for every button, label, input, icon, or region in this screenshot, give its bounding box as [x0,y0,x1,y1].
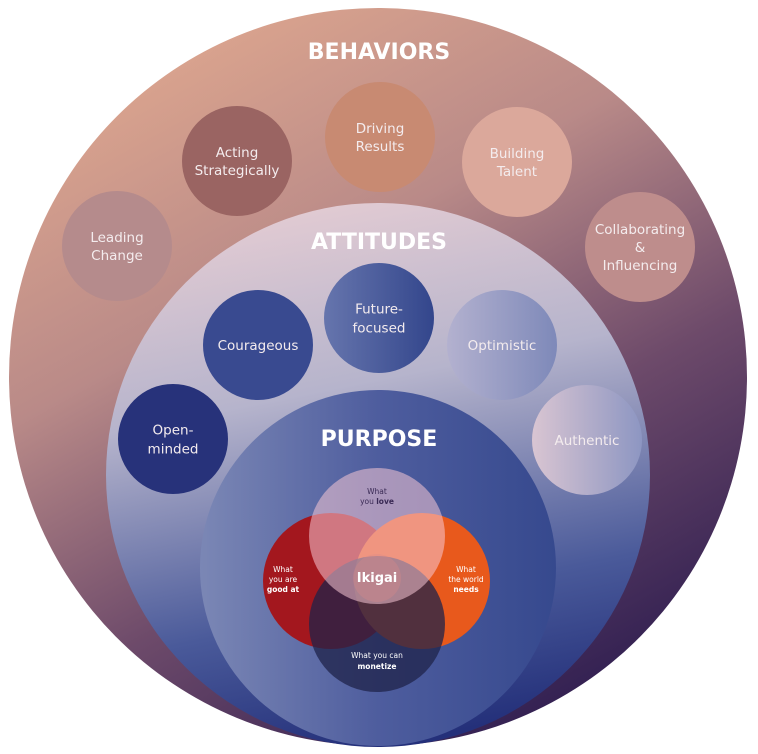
venn-label-love-bold: love [376,497,394,506]
venn-label-needs-bold: needs [453,585,479,594]
courageous-label-line: Courageous [218,338,299,354]
attitudes-title: ATTITUDES [311,230,447,255]
venn-label-you: you [360,497,376,506]
open-minded-circle [118,384,228,494]
bubble-future-focused: Future-focused [324,263,434,373]
ikigai-center-area [353,554,401,602]
bubble-authentic: Authentic [532,385,642,495]
venn-label-good-at-line: you are [269,575,298,584]
venn-label-good-at-line: What [273,565,293,574]
driving-results-label-line: Results [356,139,405,155]
behaviors-title: BEHAVIORS [308,40,450,65]
building-talent-label-line: Talent [496,164,537,180]
open-minded-label-line: minded [148,442,199,458]
collaborating-influencing-label-line: Collaborating [595,222,685,238]
future-focused-label-line: focused [353,321,406,337]
bubble-collaborating-influencing: Collaborating & Influencing [585,192,695,302]
authentic-label-line: Authentic [555,433,620,449]
optimistic-circle [447,290,557,400]
venn-label-needs-line: What [456,565,476,574]
acting-strategically-label-line: Acting [216,145,259,161]
purpose-title: PURPOSE [321,427,438,452]
venn-label-love-line: What [367,487,387,496]
future-focused-label-line: Future- [355,302,403,318]
building-talent-circle [462,107,572,217]
collaborating-influencing-circle [585,192,695,302]
venn-label-monetize-line: What you can [351,651,403,660]
courageous-circle [203,290,313,400]
ikigai-center-label: Ikigai [357,571,397,586]
venn-label-needs-line: the world [448,575,484,584]
bubble-open-minded: Open-minded [118,384,228,494]
leading-change-label-line: Change [91,248,143,264]
venn-label-good-at-bold: good at [267,585,300,594]
driving-results-label-line: Driving [356,121,405,137]
venn-label-monetize-bold: monetize [357,662,396,671]
building-talent-label-line: Building [490,146,545,162]
authentic-circle [532,385,642,495]
bubble-optimistic: Optimistic [447,290,557,400]
venn-label-love-line2: you love [360,497,394,506]
acting-strategically-circle [182,106,292,216]
acting-strategically-label-line: Strategically [195,163,280,179]
venn-circle-love [309,468,445,604]
collaborating-influencing-label-line: & [635,240,646,256]
open-minded-label-line: Open- [153,423,194,439]
optimistic-label-line: Optimistic [468,338,537,354]
leading-change-circle [62,191,172,301]
future-focused-circle [324,263,434,373]
driving-results-circle [325,82,435,192]
collaborating-influencing-label-line: Influencing [603,258,678,274]
leading-change-label-line: Leading [90,230,143,246]
bubble-courageous: Courageous [203,290,313,400]
